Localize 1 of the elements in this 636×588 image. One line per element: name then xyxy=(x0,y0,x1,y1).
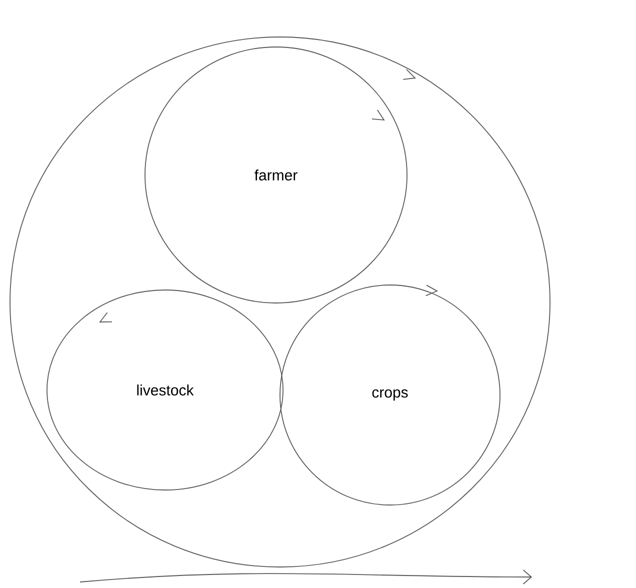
cycle-circle xyxy=(10,36,550,568)
